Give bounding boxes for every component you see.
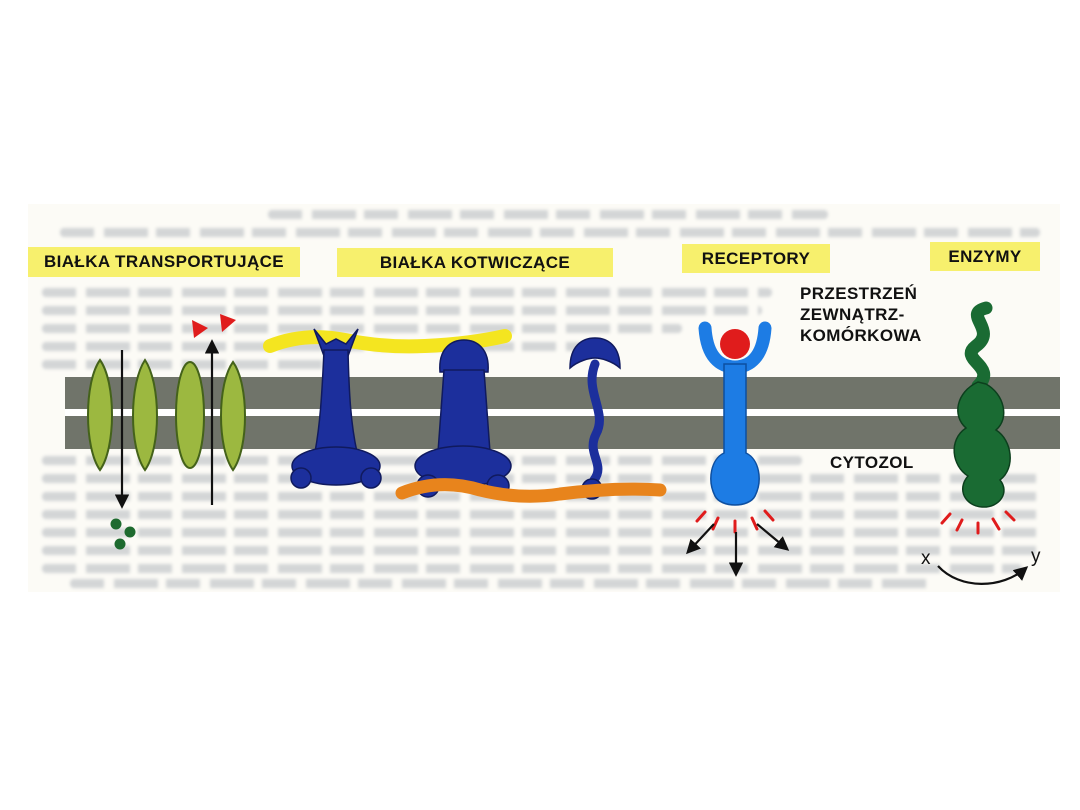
extracellular-space-label: PRZESTRZEŃ ZEWNĄTRZ- KOMÓRKOWA: [800, 283, 922, 346]
plasma-membrane: [65, 377, 1060, 449]
receptor-protein: [698, 321, 772, 506]
heading-transport-proteins: BIAŁKA TRANSPORTUJĄCE: [28, 247, 300, 277]
cytoskeleton-filament-orange: [395, 478, 667, 503]
substrate-x-label: x: [921, 548, 931, 569]
heading-enzymes: ENZYMY: [930, 242, 1040, 271]
receptor-signal-rays: [695, 509, 775, 534]
extracellular-line-1: PRZESTRZEŃ: [800, 284, 918, 303]
heading-receptors: RECEPTORY: [682, 244, 830, 273]
extracellular-line-3: KOMÓRKOWA: [800, 326, 922, 345]
transport-channel-1: [87, 358, 158, 472]
transported-molecules-red: [192, 314, 236, 338]
ligand-ball: [720, 329, 750, 359]
enzyme-protein: [953, 301, 1011, 508]
transport-channel-2: [175, 360, 246, 472]
anchor-protein-1: [290, 328, 382, 489]
enzyme-signal-rays: [940, 510, 1016, 535]
heading-anchoring-proteins: BIAŁKA KOTWICZĄCE: [337, 248, 613, 277]
product-y-label: y: [1031, 546, 1041, 567]
enzyme-reaction-arrow: [937, 565, 1029, 585]
extracellular-line-2: ZEWNĄTRZ-: [800, 305, 905, 324]
receptor-signal-arrows: [686, 523, 790, 577]
transported-molecules-green: [110, 518, 136, 550]
cytosol-label: CYTOZOL: [830, 453, 914, 472]
